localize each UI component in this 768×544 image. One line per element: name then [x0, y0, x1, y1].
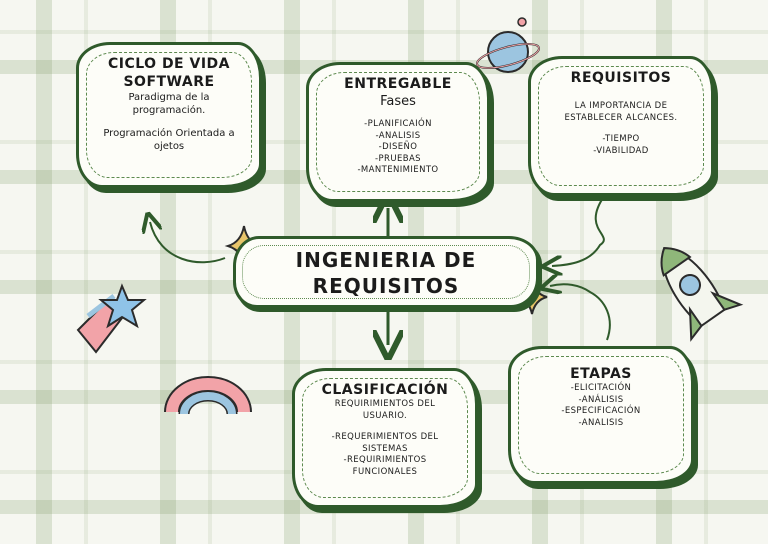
entregable-item: -PRUEBAS: [375, 153, 421, 164]
requisitos-line-2: ESTABLECER ALCANCES.: [564, 112, 678, 123]
card-requisitos: REQUISITOS LA IMPORTANCIA DE ESTABLECER …: [528, 56, 714, 196]
central-title-line-2: REQUISITOS: [312, 274, 460, 298]
arrow-to-etapas: [550, 284, 611, 341]
etapas-item: -ELICITACIÓN: [570, 383, 632, 393]
etapas-item: -ESPECIFICACIÓN: [561, 406, 641, 416]
requisitos-title: REQUISITOS: [570, 70, 672, 86]
ciclo-line-3: Programación Orientada a: [103, 128, 235, 139]
etapas-item: -ANÁLISIS: [578, 394, 624, 405]
card-etapas: ETAPAS -ELICITACIÓN -ANÁLISIS -ESPECIFIC…: [508, 346, 694, 484]
clasificacion-line-4: SISTEMAS: [362, 443, 408, 454]
clasificacion-line-3: -REQUERIMIENTOS DEL: [331, 432, 439, 442]
clasificacion-line-2: USUARIO.: [362, 410, 408, 421]
central-topic: INGENIERIA DE REQUISITOS: [233, 236, 539, 308]
etapas-item: -ANALISIS: [578, 417, 624, 428]
ciclo-title-2: SOFTWARE: [123, 74, 215, 90]
card-ciclo-de-vida: CICLO DE VIDA SOFTWARE Paradigma de la p…: [76, 42, 262, 188]
shooting-star-icon: [76, 283, 147, 354]
card-entregable: ENTREGABLE Fases -PLANIFICAIÓN -ANALISIS…: [306, 62, 490, 202]
rocket-icon: [660, 247, 744, 342]
requisitos-item: -VIABILIDAD: [593, 145, 649, 156]
entregable-item: -ANALISIS: [375, 130, 421, 141]
ciclo-line-1: Paradigma de la: [128, 92, 210, 103]
arrow-to-ciclo: [150, 222, 226, 264]
clasificacion-title: CLASIFICACIÓN: [321, 382, 449, 398]
entregable-item: -PLANIFICAIÓN: [364, 119, 432, 129]
clasificacion-line-6: FUNCIONALES: [352, 466, 418, 477]
entregable-item: -MANTENIMIENTO: [357, 165, 439, 175]
arrow-to-requisitos: [552, 194, 606, 266]
entregable-subtitle: Fases: [380, 94, 416, 109]
rainbow-icon: [164, 376, 252, 415]
entregable-title: ENTREGABLE: [344, 76, 452, 92]
entregable-item: -DISEÑO: [378, 142, 418, 152]
card-clasificacion: CLASIFICACIÓN REQUIRIMIENTOS DEL USUARIO…: [292, 368, 478, 508]
ciclo-line-4: ojetos: [153, 141, 185, 152]
requisitos-item: -TIEMPO: [602, 134, 640, 144]
clasificacion-line-5: -REQUIRIMIENTOS: [343, 455, 427, 465]
planet-icon: [476, 17, 540, 73]
ciclo-line-2: programación.: [132, 105, 206, 116]
central-title-line-1: INGENIERIA DE: [295, 248, 477, 272]
ciclo-title-1: CICLO DE VIDA: [107, 56, 230, 72]
clasificacion-line-1: REQUIRIMIENTOS DEL: [334, 399, 436, 409]
etapas-title: ETAPAS: [570, 366, 632, 382]
requisitos-line-1: LA IMPORTANCIA DE: [574, 101, 668, 111]
